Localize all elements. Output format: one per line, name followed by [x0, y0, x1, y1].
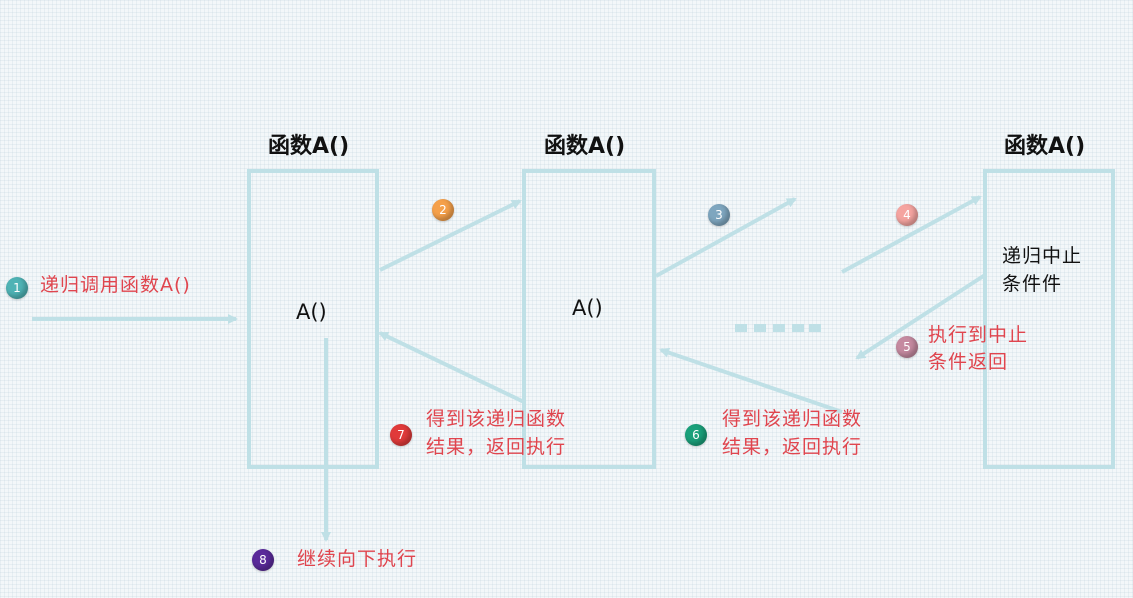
stop-condition-line-2: 条件件	[1002, 273, 1063, 295]
step-4-badge: 4	[896, 204, 918, 226]
frame-1-box	[247, 169, 379, 469]
step-7-badge: 7	[390, 424, 412, 446]
frame-1-call: A()	[296, 300, 327, 324]
step-6-line-1: 得到该递归函数	[722, 408, 863, 430]
ellipsis-dot	[735, 324, 747, 332]
frame-3-title: 函数A()	[1004, 134, 1086, 159]
step-3-badge: 3	[708, 204, 730, 226]
step-5-line-2: 条件返回	[928, 351, 1009, 373]
arrow-step-5	[855, 273, 987, 360]
step-5-line-1: 执行到中止	[928, 324, 1029, 346]
frame-1-title: 函数A()	[268, 134, 350, 159]
ellipsis-dot	[754, 324, 766, 332]
frame-2-call: A()	[572, 296, 603, 320]
frame-2-title: 函数A()	[544, 134, 626, 159]
ellipsis-dot	[773, 324, 785, 332]
arrow-step-6	[659, 347, 843, 414]
frame-3-box	[983, 169, 1115, 469]
arrow-step-4	[841, 195, 982, 274]
step-7-line-2: 结果，返回执行	[426, 436, 567, 458]
step-6-badge: 6	[685, 424, 707, 446]
step-2-badge: 2	[432, 199, 454, 221]
step-5-badge: 5	[896, 336, 918, 358]
ellipsis-dot	[792, 324, 804, 332]
step-8-badge: 8	[252, 549, 274, 571]
step-8-label: 继续向下执行	[297, 548, 418, 570]
stop-condition-line-1: 递归中止	[1002, 245, 1083, 267]
step-1-badge: 1	[6, 277, 28, 299]
step-6-line-2: 结果，返回执行	[722, 436, 863, 458]
arrow-step-3	[655, 197, 797, 278]
arrow-step-7	[378, 331, 525, 404]
frame-2-box	[522, 169, 656, 469]
ellipsis-dot	[809, 324, 821, 332]
step-7-line-1: 得到该递归函数	[426, 408, 567, 430]
arrow-step-2	[379, 199, 522, 272]
step-1-label: 递归调用函数A()	[40, 274, 191, 296]
